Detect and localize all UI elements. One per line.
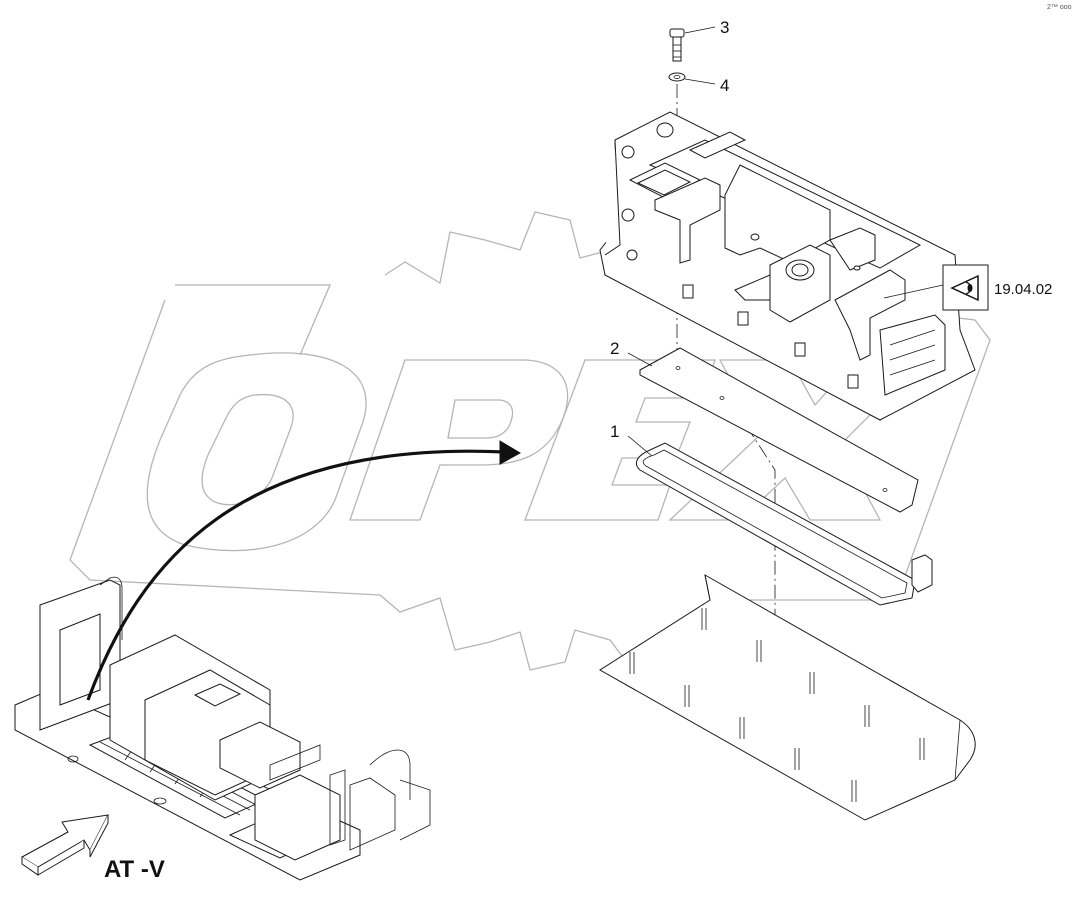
callout-number: 4 — [720, 76, 729, 95]
callout-1: 1 — [610, 422, 653, 457]
curved-view-arrow — [86, 440, 522, 701]
watermark-frame — [69, 284, 991, 601]
watermark-letter-p — [349, 359, 569, 521]
part-gasket-plate — [639, 347, 919, 513]
watermark-letter-o — [146, 352, 367, 552]
machine-overview — [14, 576, 431, 881]
callout-number: 2 — [610, 339, 619, 358]
view-direction-arrow-icon — [21, 814, 109, 876]
callout-4: 4 — [684, 76, 729, 95]
reference-box: 19.04.02 — [883, 264, 1052, 311]
callout-number: 1 — [610, 422, 619, 441]
watermark-gear-outline — [379, 211, 626, 671]
callout-number: 3 — [720, 18, 729, 37]
opex-watermark — [69, 211, 991, 671]
part-washer — [668, 72, 686, 82]
corner-code: 2™ ooo — [1047, 4, 1072, 11]
reference-label: 19.04.02 — [994, 281, 1052, 298]
part-bolt — [669, 28, 685, 62]
watermark-letter-x — [668, 359, 927, 521]
part-seal-loop — [635, 442, 933, 606]
tray-studs — [629, 608, 925, 802]
base-tray — [599, 574, 976, 821]
eye-view-icon — [950, 274, 979, 302]
callout-2: 2 — [610, 339, 653, 367]
view-label: AT -V — [104, 856, 165, 883]
bracket-housing — [599, 111, 976, 421]
callout-3: 3 — [684, 18, 729, 37]
